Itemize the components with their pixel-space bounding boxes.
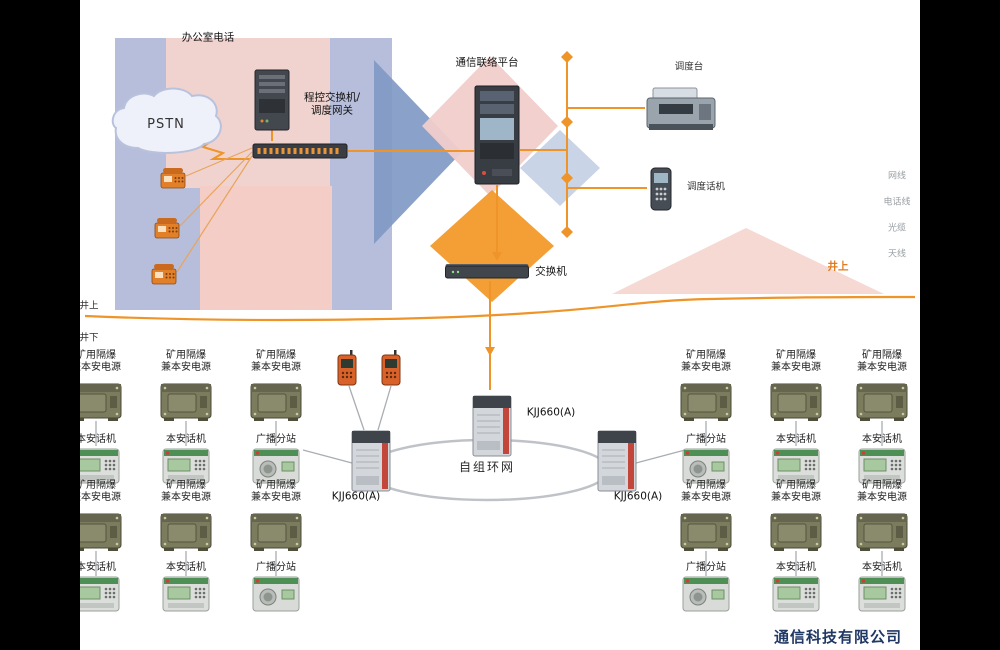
core-switch-label-label: 交换机 bbox=[535, 265, 567, 278]
platform-server-icon bbox=[474, 85, 520, 185]
legend-item-2-label: 电话线 bbox=[883, 197, 911, 208]
safe-phone-l2-b-label: 本安话机 bbox=[166, 434, 206, 445]
power-box-r2-a-icon bbox=[768, 378, 824, 422]
handheld-phone-2-icon bbox=[380, 350, 402, 386]
core-switch-icon bbox=[445, 262, 529, 280]
office-phone-1-icon bbox=[160, 167, 186, 189]
dispatch-console-icon bbox=[645, 84, 717, 132]
dispatch-console-label-label: 调度台 bbox=[674, 61, 704, 73]
safe-phone-r3-b-label: 本安话机 bbox=[862, 434, 902, 445]
pstn-cloud-label: PSTN bbox=[147, 117, 185, 133]
ring-network-label-label: 自组环网 bbox=[458, 459, 516, 474]
ring-switch-left-label-label: KJJ660(A) bbox=[331, 490, 381, 503]
platform-label-label: 通信联络平台 bbox=[455, 56, 519, 69]
pink-block-bottom bbox=[200, 186, 332, 310]
safe-phone-l1-b-icon bbox=[72, 447, 120, 485]
broadcast-station-l3-b-label: 广播分站 bbox=[256, 434, 296, 445]
underground-label-left-label: 井下 bbox=[79, 332, 99, 344]
pbx-rack-icon bbox=[254, 69, 290, 131]
phone-leads bbox=[176, 147, 253, 273]
broadcast-station-l3-d-icon bbox=[252, 575, 300, 613]
power-box-r1-a-label: 矿用隔爆 兼本安电源 bbox=[681, 350, 731, 373]
ring-switch-right-icon bbox=[597, 430, 637, 492]
power-box-l1-c-label: 矿用隔爆 兼本安电源 bbox=[71, 480, 121, 503]
power-box-l2-a-icon bbox=[158, 378, 214, 422]
broadcast-station-l3-d-label: 广播分站 bbox=[256, 562, 296, 573]
ring-switch-left-icon bbox=[351, 430, 391, 492]
power-box-l3-c-icon bbox=[248, 508, 304, 552]
safe-phone-r3-d-label: 本安话机 bbox=[862, 562, 902, 573]
power-box-r3-a-icon bbox=[854, 378, 910, 422]
safe-phone-r2-b-icon bbox=[772, 447, 820, 485]
power-box-l1-a-icon bbox=[68, 378, 124, 422]
ring-switch-center-icon bbox=[472, 395, 512, 457]
office-phone-3-icon bbox=[151, 263, 177, 285]
safe-phone-r2-d-label: 本安话机 bbox=[776, 562, 816, 573]
dispatch-phone-icon bbox=[647, 167, 675, 211]
letterbox-right bbox=[920, 0, 1000, 650]
safe-phone-r3-d-icon bbox=[858, 575, 906, 613]
office-phone-2-icon bbox=[154, 217, 180, 239]
power-box-r1-c-label: 矿用隔爆 兼本安电源 bbox=[681, 480, 731, 503]
power-box-r2-c-icon bbox=[768, 508, 824, 552]
dispatch-phone-label-label: 调度话机 bbox=[686, 181, 726, 193]
power-box-r1-c-icon bbox=[678, 508, 734, 552]
pink-triangle-right bbox=[612, 228, 884, 294]
legend-item-3-label: 光缆 bbox=[887, 223, 907, 234]
broadcast-station-r1-b-label: 广播分站 bbox=[686, 434, 726, 445]
safe-phone-r2-b-label: 本安话机 bbox=[776, 434, 816, 445]
power-box-r3-c-label: 矿用隔爆 兼本安电源 bbox=[857, 480, 907, 503]
orange-links bbox=[84, 55, 916, 390]
handheld-phone-1-icon bbox=[336, 350, 358, 386]
safe-phone-l1-d-icon bbox=[72, 575, 120, 613]
power-box-l2-a-label: 矿用隔爆 兼本安电源 bbox=[161, 350, 211, 373]
vendor-logo-label: 通信科技有限公司 bbox=[773, 628, 903, 646]
gray-links bbox=[95, 385, 883, 576]
power-box-l1-a-label: 矿用隔爆 兼本安电源 bbox=[71, 350, 121, 373]
power-box-r2-c-label: 矿用隔爆 兼本安电源 bbox=[771, 480, 821, 503]
power-box-l2-c-label: 矿用隔爆 兼本安电源 bbox=[161, 480, 211, 503]
pstn-cloud-icon bbox=[108, 86, 224, 160]
safe-phone-r2-d-icon bbox=[772, 575, 820, 613]
ring-switch-right-label-label: KJJ660(A) bbox=[613, 490, 663, 503]
legend-item-4-label: 天线 bbox=[887, 249, 907, 260]
safe-phone-r3-b-icon bbox=[858, 447, 906, 485]
power-box-l3-a-label: 矿用隔爆 兼本安电源 bbox=[251, 350, 301, 373]
power-box-l3-a-icon bbox=[248, 378, 304, 422]
surface-label-right-label: 井上 bbox=[827, 260, 849, 273]
safe-phone-l1-d-label: 本安话机 bbox=[76, 562, 116, 573]
broadcast-station-r1-b-icon bbox=[682, 447, 730, 485]
power-box-r3-c-icon bbox=[854, 508, 910, 552]
surface-label-left-label: 井上 bbox=[79, 300, 99, 312]
legend-item-1-label: 网线 bbox=[887, 171, 907, 182]
letterbox-left bbox=[0, 0, 80, 650]
safe-phone-l2-d-icon bbox=[162, 575, 210, 613]
orange-markers bbox=[485, 51, 573, 356]
power-box-r2-a-label: 矿用隔爆 兼本安电源 bbox=[771, 350, 821, 373]
pbx-label-label: 程控交换机/ 调度网关 bbox=[303, 91, 361, 116]
power-box-r1-a-icon bbox=[678, 378, 734, 422]
safe-phone-l2-d-label: 本安话机 bbox=[166, 562, 206, 573]
pbx-switch-bar-icon bbox=[252, 141, 348, 161]
power-box-r3-a-label: 矿用隔爆 兼本安电源 bbox=[857, 350, 907, 373]
ring-switch-center-label-label: KJJ660(A) bbox=[526, 406, 576, 419]
safe-phone-l2-b-icon bbox=[162, 447, 210, 485]
broadcast-station-r1-d-icon bbox=[682, 575, 730, 613]
broadcast-station-l3-b-icon bbox=[252, 447, 300, 485]
safe-phone-l1-b-label: 本安话机 bbox=[76, 434, 116, 445]
broadcast-station-r1-d-label: 广播分站 bbox=[686, 562, 726, 573]
power-box-l3-c-label: 矿用隔爆 兼本安电源 bbox=[251, 480, 301, 503]
office-phones-label-label: 办公室电话 bbox=[181, 31, 235, 44]
power-box-l2-c-icon bbox=[158, 508, 214, 552]
